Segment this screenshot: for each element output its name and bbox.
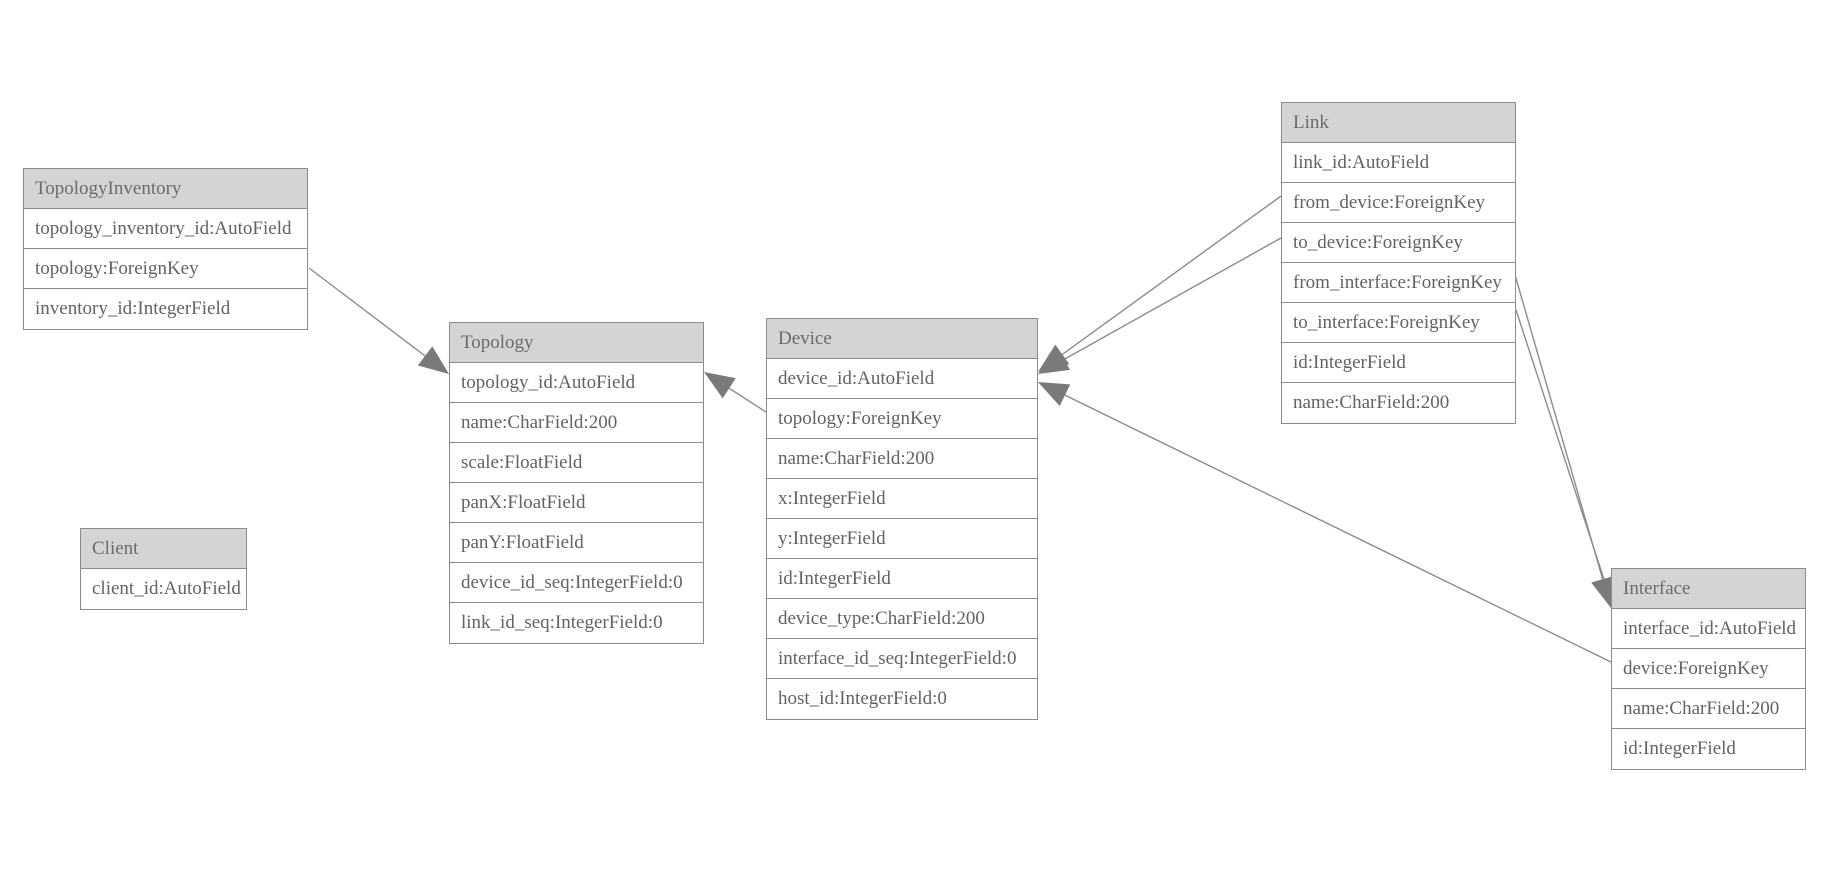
entity-attribute[interactable]: device_type:CharField:200 <box>767 599 1037 639</box>
entity-attribute[interactable]: interface_id_seq:IntegerField:0 <box>767 639 1037 679</box>
entity-attribute[interactable]: client_id:AutoField <box>81 569 246 609</box>
entity-attribute[interactable]: from_interface:ForeignKey <box>1282 263 1515 303</box>
relationship-arrowhead-topology_inventory-to-topology <box>417 346 449 374</box>
entity-attribute[interactable]: name:CharField:200 <box>1282 383 1515 423</box>
entity-attribute[interactable]: interface_id:AutoField <box>1612 609 1805 649</box>
relationship-arrowhead-link-from_device-to-device <box>1038 344 1070 372</box>
entity-title-topology: Topology <box>450 323 703 363</box>
entity-attribute[interactable]: panY:FloatField <box>450 523 703 563</box>
entity-title-device: Device <box>767 319 1037 359</box>
relationship-arrowhead-link-to_device-to-device <box>1038 348 1071 374</box>
entity-attribute[interactable]: link_id:AutoField <box>1282 143 1515 183</box>
entity-attribute[interactable]: id:IntegerField <box>767 559 1037 599</box>
entity-attribute[interactable]: inventory_id:IntegerField <box>24 289 307 329</box>
entity-attribute[interactable]: y:IntegerField <box>767 519 1037 559</box>
entity-attribute[interactable]: id:IntegerField <box>1612 729 1805 769</box>
entity-attribute[interactable]: scale:FloatField <box>450 443 703 483</box>
relationship-line-link-to_device-to-device <box>1063 237 1282 360</box>
entity-title-topology_inventory: TopologyInventory <box>24 169 307 209</box>
entity-attribute[interactable]: topology:ForeignKey <box>767 399 1037 439</box>
entity-attribute[interactable]: name:CharField:200 <box>767 439 1037 479</box>
relationship-arrowhead-interface-device-to-device <box>1038 382 1071 406</box>
entity-attribute[interactable]: topology_inventory_id:AutoField <box>24 209 307 249</box>
entity-attribute[interactable]: from_device:ForeignKey <box>1282 183 1515 223</box>
entity-attribute[interactable]: topology:ForeignKey <box>24 249 307 289</box>
relationship-line-device-to-topology <box>728 387 767 413</box>
relationship-line-link-from_interface-to-interface <box>1512 267 1604 580</box>
entity-attribute[interactable]: to_device:ForeignKey <box>1282 223 1515 263</box>
entity-title-interface: Interface <box>1612 569 1805 609</box>
entity-attribute[interactable]: topology_id:AutoField <box>450 363 703 403</box>
entity-attribute[interactable]: link_id_seq:IntegerField:0 <box>450 603 703 643</box>
entity-title-link: Link <box>1282 103 1515 143</box>
entity-attribute[interactable]: device:ForeignKey <box>1612 649 1805 689</box>
entity-attribute[interactable]: device_id_seq:IntegerField:0 <box>450 563 703 603</box>
entity-attribute[interactable]: device_id:AutoField <box>767 359 1037 399</box>
entity-attribute[interactable]: x:IntegerField <box>767 479 1037 519</box>
entity-attribute[interactable]: panX:FloatField <box>450 483 703 523</box>
entity-attribute[interactable]: host_id:IntegerField:0 <box>767 679 1037 719</box>
entity-title-client: Client <box>81 529 246 569</box>
relationship-arrowhead-device-to-topology <box>704 372 736 399</box>
entity-attribute[interactable]: name:CharField:200 <box>1612 689 1805 729</box>
relationship-line-interface-device-to-device <box>1064 394 1612 663</box>
entity-attribute[interactable]: id:IntegerField <box>1282 343 1515 383</box>
relationship-line-link-to_interface-to-interface <box>1515 309 1606 582</box>
entity-attribute[interactable]: to_interface:ForeignKey <box>1282 303 1515 343</box>
relationship-line-link-from_device-to-device <box>1061 195 1282 355</box>
relationship-line-topology_inventory-to-topology <box>308 267 426 357</box>
entity-attribute[interactable]: name:CharField:200 <box>450 403 703 443</box>
